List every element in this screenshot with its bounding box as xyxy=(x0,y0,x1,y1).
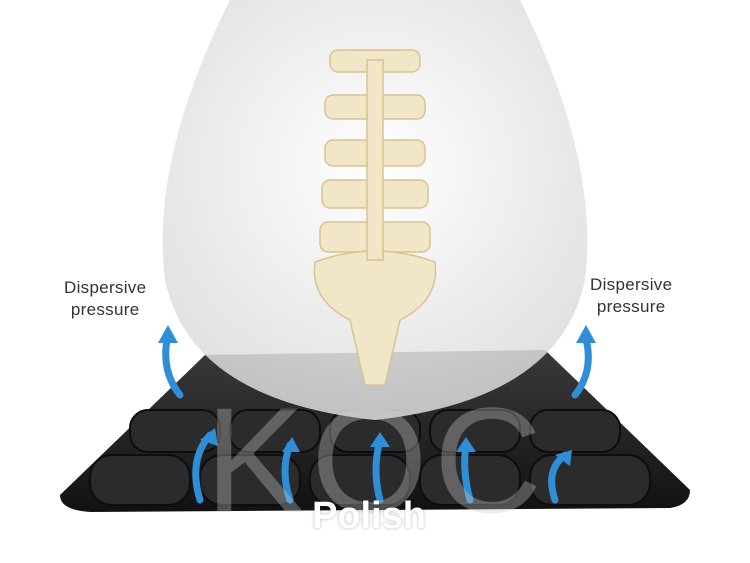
watermark-brand: Polish xyxy=(312,495,427,537)
spine xyxy=(313,49,437,386)
watermark-text: KOC xyxy=(205,376,549,544)
arrow-heads xyxy=(158,325,596,466)
label-line: Dispersive xyxy=(64,278,147,297)
dispersive-pressure-label-left: Dispersive pressure xyxy=(64,277,146,321)
label-line: pressure xyxy=(596,297,666,316)
air-cells xyxy=(89,409,651,506)
dispersive-pressure-label-right: Dispersive pressure xyxy=(590,274,672,318)
label-line: pressure xyxy=(70,300,140,319)
label-line: Dispersive xyxy=(590,275,673,294)
